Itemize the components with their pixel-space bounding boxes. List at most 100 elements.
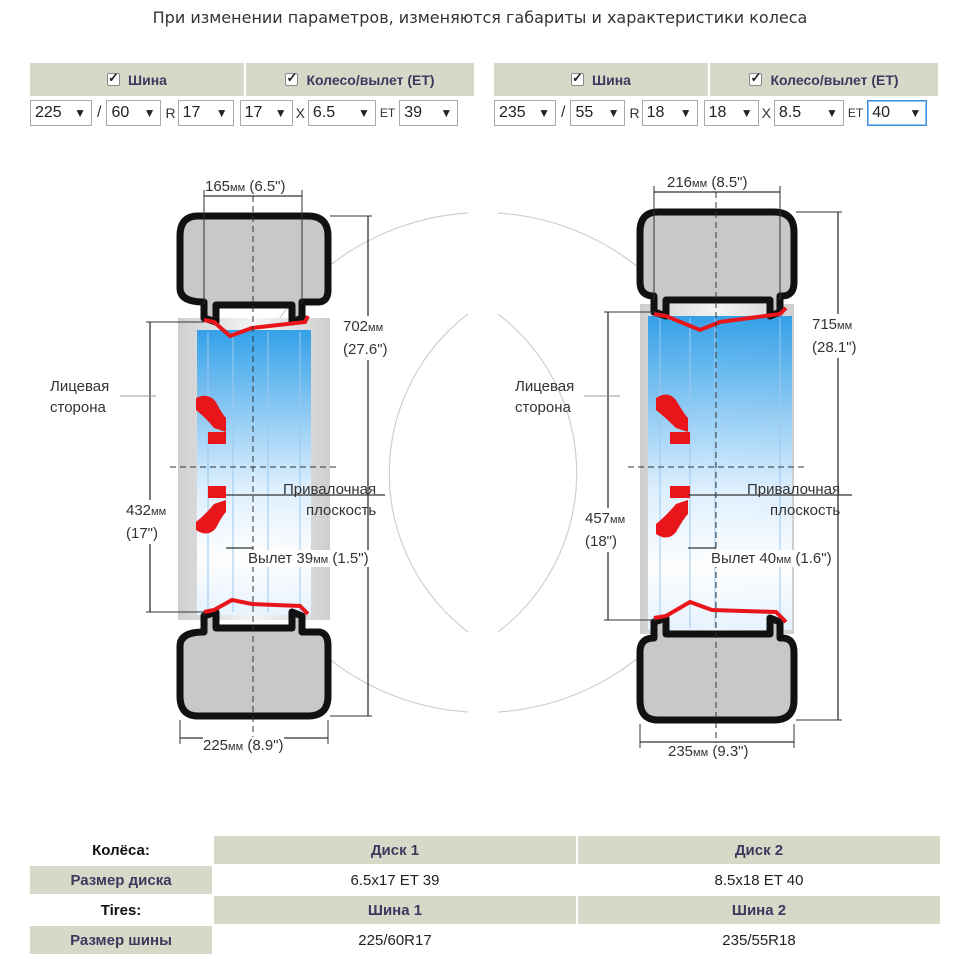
tire-1-width-select[interactable]: 225 ▼ xyxy=(30,100,92,126)
wheel-2-offset-select[interactable]: 40 ▼ xyxy=(867,100,928,126)
tire-2-header-label: Шина xyxy=(592,71,631,88)
tire-1-profile-select[interactable]: 60 ▼ xyxy=(106,100,162,126)
wheel-1-drawing xyxy=(120,190,385,744)
wheel-1-offset-select[interactable]: 39▼ xyxy=(399,100,459,126)
wheel-2-header[interactable]: Колесо/вылет (ET) xyxy=(710,63,938,96)
tire-2-rim-select[interactable]: 18 ▼ xyxy=(641,100,698,126)
wheel-1-offset-value: 39 xyxy=(404,104,423,121)
wheel-2-outer-diameter-label: 715мм(28.1") xyxy=(812,314,857,358)
wheel-1-rim-fill xyxy=(197,330,311,615)
chevron-down-icon: ▼ xyxy=(826,106,838,120)
wheel-1-diameter-select[interactable]: 17 ▼ xyxy=(239,100,293,126)
wheel-2-width-select[interactable]: 8.5▼ xyxy=(773,100,844,126)
chevron-down-icon: ▼ xyxy=(538,106,550,120)
wheel-1-spoke-lower xyxy=(196,500,226,534)
tire-2-width-select[interactable]: 235 ▼ xyxy=(494,100,556,126)
chevron-down-icon: ▼ xyxy=(679,106,692,120)
wheel-cross-section-diagram xyxy=(120,186,852,748)
wheel-2-spoke-upper xyxy=(656,394,688,432)
tire-2-profile-value: 55 xyxy=(575,104,594,121)
tire-1-header[interactable]: Шина xyxy=(30,63,244,96)
tire-2-profile-select[interactable]: 55 ▼ xyxy=(570,100,626,126)
wheel-1-outer-diameter-label: 702мм(27.6") xyxy=(343,316,388,360)
x-separator: X xyxy=(761,105,771,121)
bg-arc-1b xyxy=(388,313,469,633)
wheel-1-spoke-upper xyxy=(196,395,226,432)
tire-1-width-value: 225 xyxy=(35,104,62,121)
wheel-2-hub-lower xyxy=(670,486,690,498)
wheel-1-hub-lower xyxy=(208,486,226,498)
chevron-down-icon: ▼ xyxy=(274,106,287,120)
chevron-down-icon: ▼ xyxy=(358,106,370,120)
tire-2-header[interactable]: Шина xyxy=(494,63,708,96)
wheel-2-rim-diameter-label: 457мм(18") xyxy=(585,508,626,552)
wheel-1-diameter-value: 17 xyxy=(244,104,263,121)
tire-1-rim-value: 17 xyxy=(182,104,201,121)
wheel-2-rim-profile-top xyxy=(653,306,788,333)
disk-2-column-header: Диск 2 xyxy=(578,836,940,864)
chevron-down-icon: ▼ xyxy=(74,106,86,120)
wheel-1-rim-diameter-label: 432мм(17") xyxy=(126,500,167,544)
wheel-1-header[interactable]: Колесо/вылет (ET) xyxy=(246,63,474,96)
wheel-1-width-value: 6.5 xyxy=(312,104,336,121)
tire-1-rim-select[interactable]: 17 ▼ xyxy=(177,100,234,126)
bg-arc-2b xyxy=(497,313,578,633)
tire-2-rim-value: 18 xyxy=(646,104,665,121)
tire-1-header-label: Шина xyxy=(128,71,167,88)
table-row: Размер диска 6.5x17 ET 39 8.5x18 ET 40 xyxy=(30,866,940,894)
wheel-1-bottom-width-label: 225мм (8.9") xyxy=(203,737,284,754)
table-row: Размер шины 225/60R17 235/55R18 xyxy=(30,926,940,954)
disk-size-row-label: Размер диска xyxy=(30,866,212,894)
wheel-1-upper-tire xyxy=(176,212,332,326)
wheel-1-width-select[interactable]: 6.5 ▼ xyxy=(307,100,376,126)
disk-2-size-value: 8.5x18 ET 40 xyxy=(714,871,804,889)
wheel-1-checkbox[interactable] xyxy=(285,70,299,86)
chevron-down-icon: ▼ xyxy=(740,106,753,120)
chevron-down-icon: ▼ xyxy=(143,106,156,120)
chevron-down-icon: ▼ xyxy=(215,106,228,120)
wheel-2-drawing xyxy=(584,186,852,748)
tire-1-checkbox[interactable] xyxy=(107,70,121,86)
slash-separator: / xyxy=(561,104,566,121)
tire-2-column-header: Шина 2 xyxy=(578,896,940,924)
wheel-1-hub-upper xyxy=(208,432,226,444)
tire-1-profile-value: 60 xyxy=(111,104,130,121)
wheel-2-offset-value: 40 xyxy=(872,104,891,121)
disk-1-size-value: 6.5x17 ET 39 xyxy=(350,871,440,889)
r-separator: R xyxy=(629,105,640,121)
tire-1-column-header: Шина 1 xyxy=(214,896,576,924)
page-heading: При изменении параметров, изменяются габ… xyxy=(152,8,808,27)
r-separator: R xyxy=(165,105,176,121)
table-row: Колёса: Диск 1 Диск 2 xyxy=(30,836,940,864)
summary-table: Колёса: Диск 1 Диск 2 Размер диска 6.5x1… xyxy=(28,834,942,956)
table-row: Tires: Шина 1 Шина 2 xyxy=(30,896,940,924)
wheel-1-rim-profile-bottom xyxy=(203,597,310,616)
et-label: ET xyxy=(847,106,864,120)
wheel-2-checkbox[interactable] xyxy=(749,70,763,86)
wheel-2-top-width-label: 216мм (8.5") xyxy=(667,174,748,191)
wheel-1-lower-tire xyxy=(176,608,332,720)
x-separator: X xyxy=(295,105,305,121)
wheel-1-header-label: Колесо/вылет (ET) xyxy=(306,71,435,88)
wheel-2-bottom-width-label: 235мм (9.3") xyxy=(668,743,749,760)
wheel-1-top-width-label: 165мм (6.5") xyxy=(205,178,286,195)
wheel-1-params-panel: Шина Колесо/вылет (ET) 225▼ / 60▼ R 17▼ … xyxy=(30,63,474,130)
tire-2-checkbox[interactable] xyxy=(571,70,585,86)
tire-2-width-value: 235 xyxy=(499,104,526,121)
wheel-1-offset-label: Вылет 39мм (1.5") xyxy=(248,550,369,567)
wheel-2-diameter-select[interactable]: 18▼ xyxy=(703,100,759,126)
wheel-2-rim-profile-bottom xyxy=(653,599,788,624)
chevron-down-icon: ▼ xyxy=(909,106,922,120)
wheel-2-hub-upper xyxy=(670,432,690,444)
wheel-2-params-panel: Шина Колесо/вылет (ET) 235▼ / 55▼ R 18▼ … xyxy=(494,63,938,130)
wheel-2-header-label: Колесо/вылет (ET) xyxy=(770,71,899,88)
tires-group-label: Tires: xyxy=(100,901,142,919)
chevron-down-icon: ▼ xyxy=(607,106,620,120)
tire-1-size-value: 225/60R17 xyxy=(358,931,432,949)
slash-separator: / xyxy=(97,104,102,121)
wheel-2-upper-tire xyxy=(636,208,798,320)
